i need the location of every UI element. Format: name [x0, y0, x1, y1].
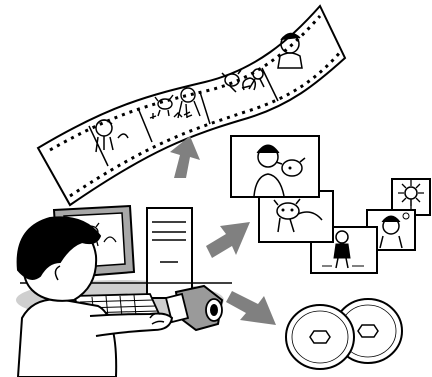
arrow-icon-down	[226, 291, 276, 325]
disc-icon	[286, 305, 354, 369]
photo-prints	[231, 136, 430, 273]
photo-print-dog	[259, 191, 333, 242]
photo-print-girl-dog	[231, 136, 319, 197]
computer-tower	[147, 208, 192, 298]
arrow-icon-right	[206, 222, 250, 258]
